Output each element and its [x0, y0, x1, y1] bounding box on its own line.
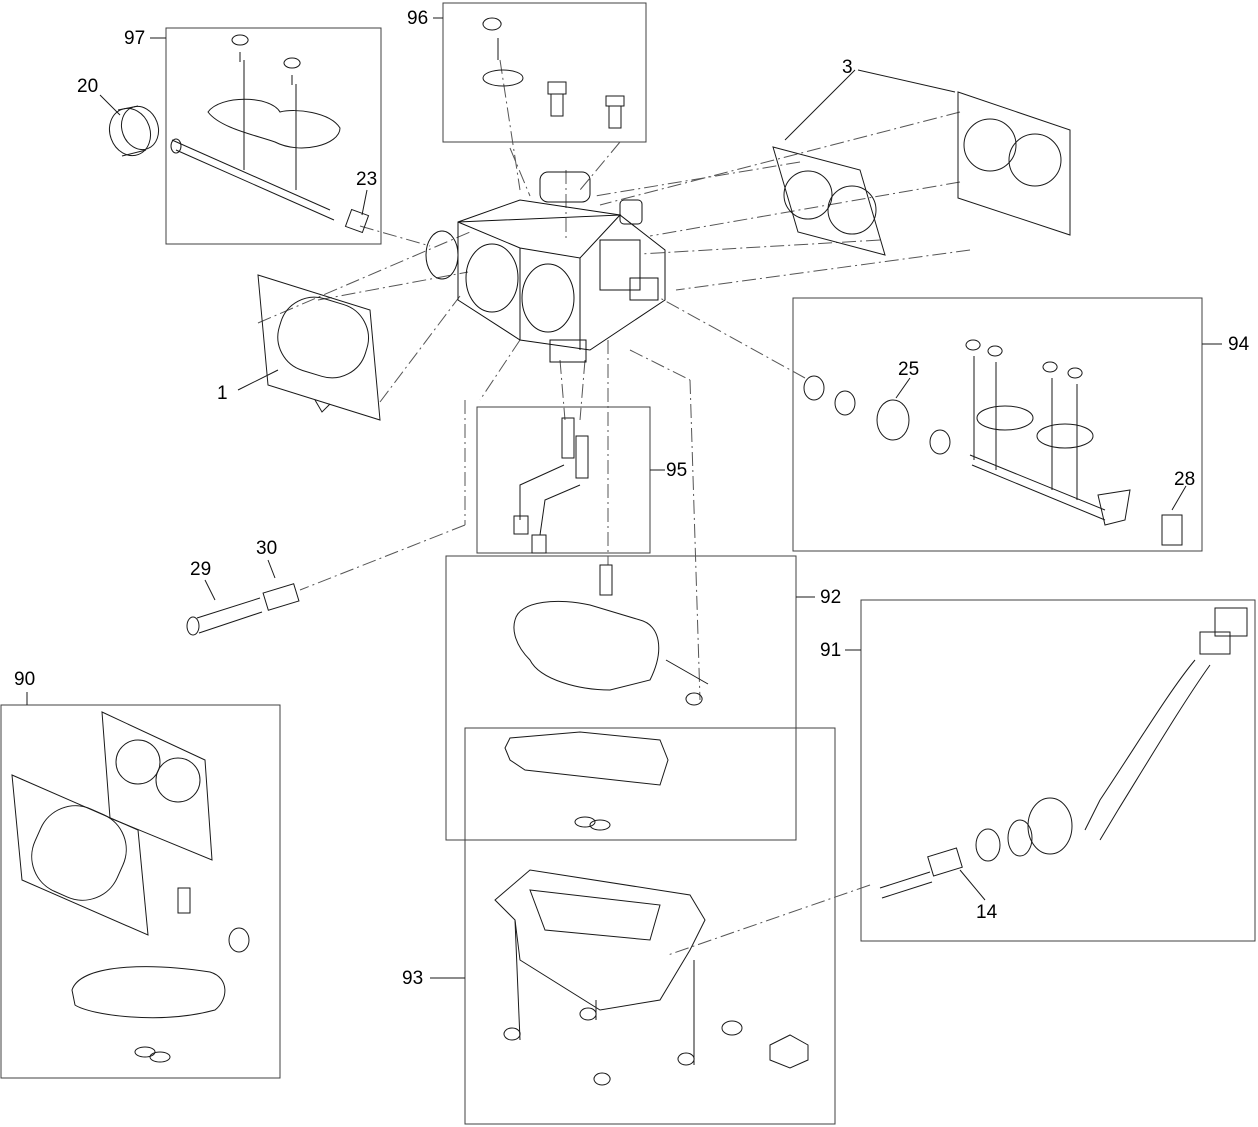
callout-97: 97: [124, 28, 146, 49]
callout-93: 93: [402, 968, 424, 989]
callout-90: 90: [14, 669, 36, 690]
part-92-kit: [513, 564, 709, 706]
callout-25: 25: [898, 359, 920, 380]
callout-14: 14: [976, 902, 998, 923]
part-97-kit: [170, 34, 370, 234]
leader-lines: [26, 17, 1222, 979]
kit-box-90: [0, 704, 281, 1079]
callout-28: 28: [1174, 469, 1196, 490]
part-95-kit: [513, 417, 589, 554]
kit-box-91: [860, 599, 1256, 942]
callout-20: 20: [77, 76, 99, 97]
part-3-gaskets: [772, 91, 1071, 256]
kit-box-92: [445, 555, 797, 841]
callout-91: 91: [820, 640, 842, 661]
callout-3: 3: [842, 57, 853, 78]
part-1-gasket: [257, 274, 381, 421]
part-20-seal: [108, 105, 160, 157]
part-91-kit: [879, 607, 1248, 899]
callout-29: 29: [190, 559, 212, 580]
callout-95: 95: [666, 460, 688, 481]
callout-96: 96: [407, 8, 429, 29]
kit-box-94: [792, 297, 1203, 552]
kit-box-97: [165, 27, 382, 245]
part-96-kit: [482, 17, 625, 129]
part-94-kit: [803, 339, 1183, 546]
callout-1: 1: [217, 383, 228, 404]
carburetor-body: [425, 171, 666, 363]
callout-92: 92: [820, 587, 842, 608]
callout-94: 94: [1228, 334, 1250, 355]
kit-box-95: [476, 406, 651, 554]
kit-box-96: [442, 2, 647, 143]
callout-30: 30: [256, 538, 278, 559]
projection-lines: [257, 59, 971, 956]
part-29-30: [186, 583, 300, 636]
part-93-kit: [494, 731, 809, 1086]
part-90-kit: [11, 711, 250, 1063]
callout-23: 23: [356, 169, 378, 190]
kit-box-93: [464, 727, 836, 1125]
